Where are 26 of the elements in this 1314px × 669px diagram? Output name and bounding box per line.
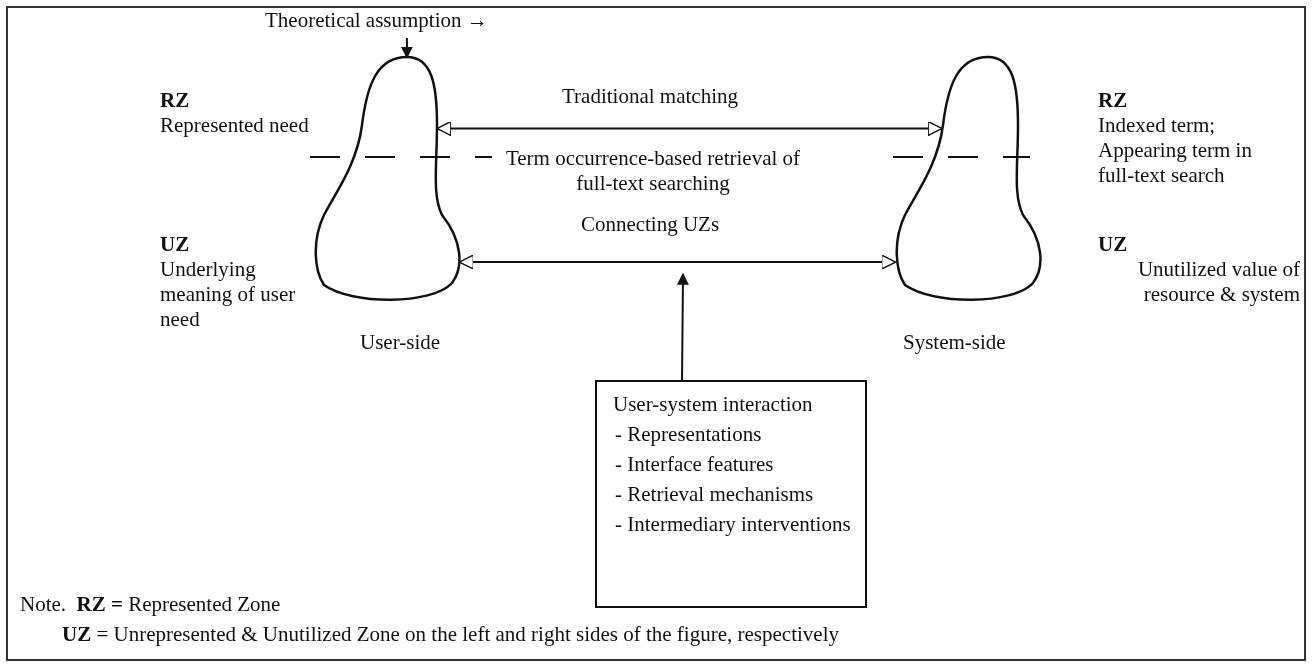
blob-outline: [312, 55, 462, 300]
zone-description: Underlying meaning of user need: [160, 257, 297, 332]
list-item: - Representations: [615, 422, 762, 447]
arrow: [400, 37, 413, 59]
zone-abbreviation: UZ: [1098, 232, 1129, 257]
caption-text: Theoretical assumption →: [265, 8, 565, 38]
description-text: Term occurrence-based retrieval of full-text searching: [504, 146, 802, 196]
zone-abbreviation: RZ: [160, 88, 191, 113]
zone-abbreviation: UZ: [160, 232, 191, 257]
list-item: - Intermediary interventions: [615, 512, 851, 537]
zone-description: Indexed term; Appearing term in full-text search: [1098, 113, 1253, 188]
list-item: - Interface features: [615, 452, 774, 477]
arrow: [676, 272, 689, 381]
double-arrow: [458, 254, 897, 270]
box-heading: User-system interaction: [613, 392, 813, 417]
zone-description: Unutilized value of resource & system: [1136, 257, 1300, 307]
zone-description: Represented need: [160, 113, 310, 138]
process-box: [595, 380, 867, 608]
zone-abbreviation: RZ: [1098, 88, 1129, 113]
note-text: UZ = Unrepresented & Unutilized Zone on the left and right sides of the figure, respectively: [62, 622, 840, 647]
blob-outline: [893, 55, 1043, 300]
side-caption: System-side: [903, 330, 1006, 355]
note-text: Note. RZ = Represented Zone: [20, 592, 282, 617]
side-caption: User-side: [360, 330, 441, 355]
list-item: - Retrieval mechanisms: [615, 482, 814, 507]
double-arrow: [436, 120, 943, 137]
